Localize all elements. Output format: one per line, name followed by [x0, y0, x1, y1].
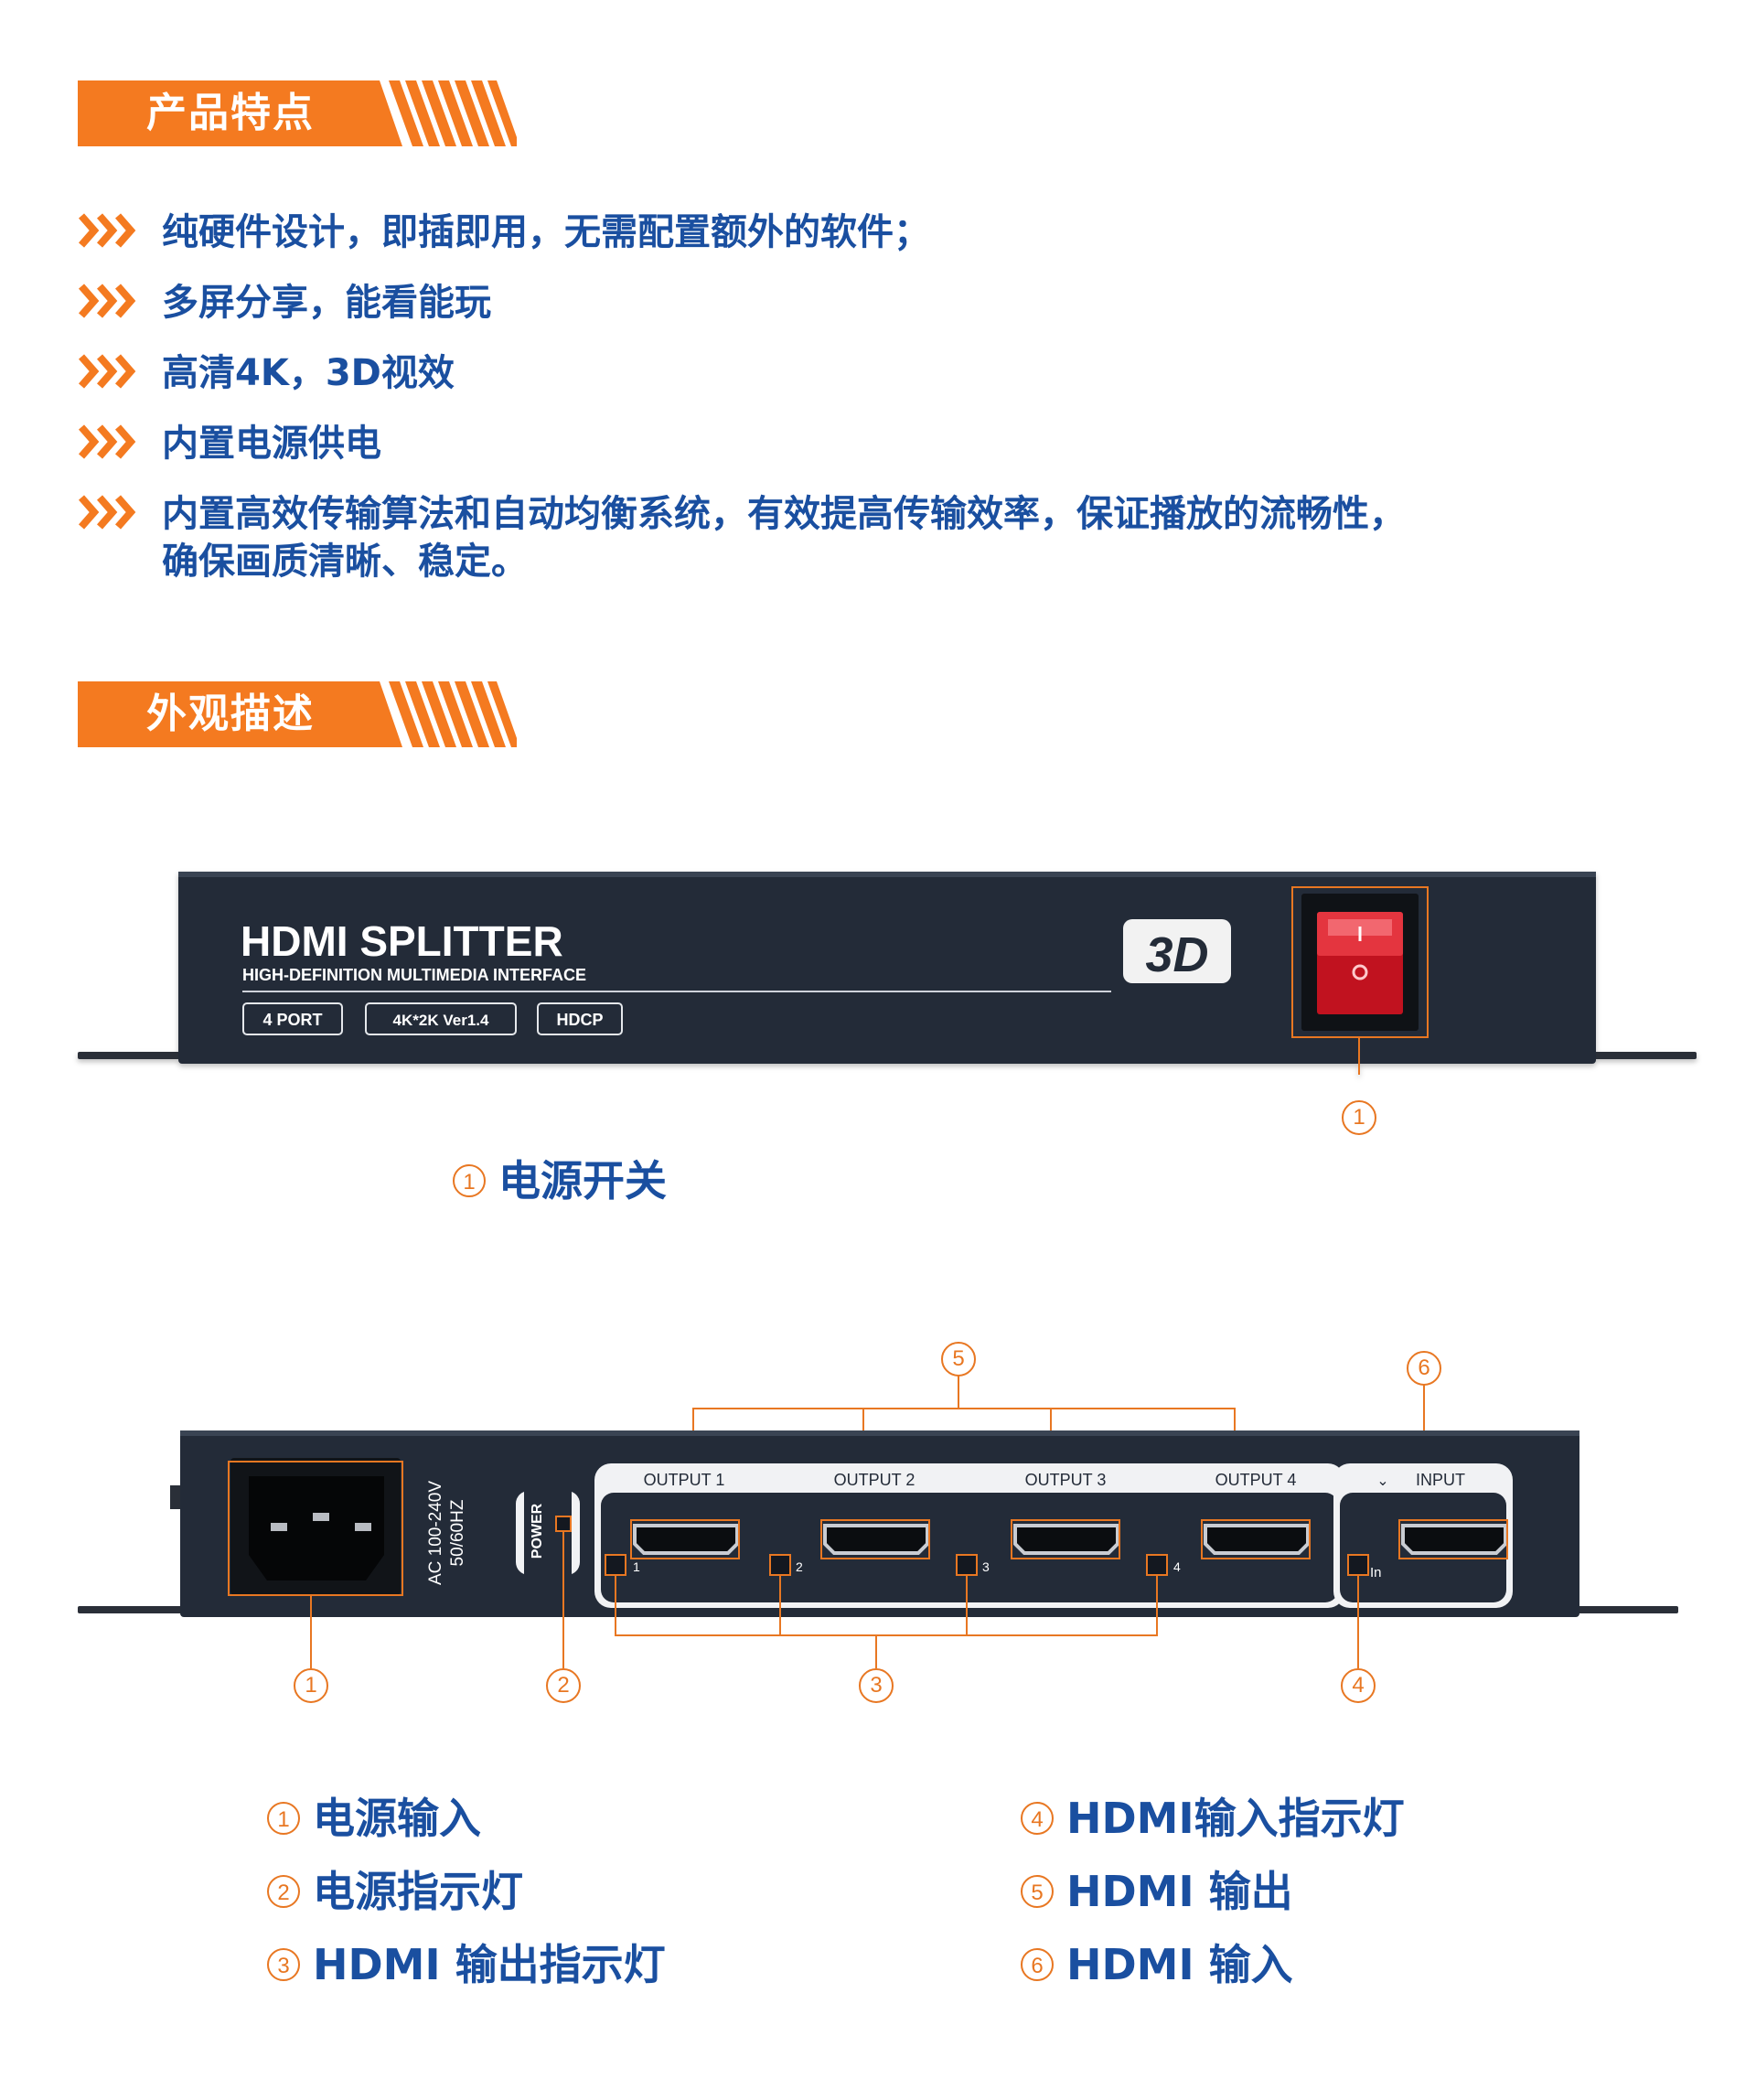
feature-text: 内置高效传输算法和自动均衡系统，有效提高传输效率，保证播放的流畅性， — [162, 493, 1406, 535]
callout-number: 1 — [294, 1668, 328, 1703]
badge-4k2k: 4K*2K Ver1.4 — [393, 1012, 489, 1029]
legend-label: HDMI 输入 — [1066, 1940, 1293, 1989]
feature-text: 高清4K，3D视效 — [162, 352, 455, 394]
output-label: OUTPUT 4 — [1215, 1471, 1297, 1489]
feature-text: 多屏分享，能看能玩 — [162, 282, 491, 324]
front-panel-device: HDMI SPLITTER HIGH-DEFINITION MULTIMEDIA… — [78, 872, 1697, 1075]
brand-text: HDMI SPLITTER — [241, 917, 563, 965]
output-led-label: 1 — [633, 1559, 640, 1574]
legend-number: 4 — [1021, 1802, 1054, 1835]
legend-label: 电源指示灯 — [313, 1867, 523, 1916]
triple-chevron-icon — [78, 284, 136, 318]
section-title: 产品特点 — [146, 90, 315, 136]
section-header-appearance: 外观描述 — [78, 681, 517, 747]
hdmi-output-port[interactable] — [820, 1519, 930, 1559]
output-label: OUTPUT 1 — [644, 1471, 725, 1489]
legend-item: 1 电源开关 — [453, 1155, 667, 1206]
callout-number: 2 — [546, 1668, 581, 1703]
mounting-ear-right — [1578, 1052, 1697, 1059]
legend-number: 6 — [1021, 1948, 1054, 1981]
legend-item: 3 HDMI 输出指示灯 — [267, 1939, 666, 1990]
power-label: POWER — [530, 1503, 545, 1559]
legend-label: HDMI 输出指示灯 — [313, 1940, 666, 1989]
hdmi-output-port[interactable] — [1201, 1519, 1311, 1559]
input-led-label: In — [1370, 1565, 1382, 1580]
brand-subtitle: HIGH-DEFINITION MULTIMEDIA INTERFACE — [242, 966, 586, 984]
hdmi-output-port[interactable] — [630, 1519, 740, 1559]
mounting-ear-left — [78, 1606, 197, 1613]
callout-number: 5 — [941, 1342, 976, 1377]
legend-number: 1 — [267, 1802, 300, 1835]
output-label: OUTPUT 2 — [834, 1471, 915, 1489]
logo-3d: 3D — [1145, 927, 1208, 982]
triple-chevron-icon — [78, 424, 136, 459]
power-led — [555, 1516, 572, 1532]
banner-graphic — [78, 80, 517, 146]
section-title: 外观描述 — [146, 691, 315, 737]
mounting-ear-left — [78, 1052, 197, 1059]
output-label: OUTPUT 3 — [1025, 1471, 1107, 1489]
legend-item: 2 电源指示灯 — [267, 1866, 523, 1917]
legend-number: 2 — [267, 1875, 300, 1908]
callout-number: 6 — [1407, 1351, 1441, 1386]
legend-item: 1 电源输入 — [267, 1793, 481, 1844]
legend-item: 5 HDMI 输出 — [1021, 1866, 1293, 1917]
callout-number: 4 — [1341, 1668, 1376, 1703]
legend-number: 3 — [267, 1948, 300, 1981]
callout-number: 1 — [1342, 1100, 1376, 1135]
callout-number: 3 — [859, 1668, 894, 1703]
output-led — [1146, 1554, 1168, 1576]
output-led-label: 2 — [796, 1559, 803, 1574]
triple-chevron-icon — [78, 213, 136, 248]
triple-chevron-icon — [78, 495, 136, 530]
input-label: INPUT — [1416, 1471, 1465, 1489]
power-inlet-highlight — [228, 1461, 403, 1596]
legend-number: 5 — [1021, 1875, 1054, 1908]
output-led — [956, 1554, 978, 1576]
section-header-features: 产品特点 — [78, 80, 517, 146]
output-led — [605, 1554, 626, 1576]
legend-item: 4 HDMI输入指示灯 — [1021, 1793, 1405, 1844]
legend-number: 1 — [453, 1164, 486, 1197]
device-body — [178, 872, 1596, 1064]
hdmi-output-port[interactable] — [1011, 1519, 1120, 1559]
output-led-label: 4 — [1173, 1559, 1181, 1574]
output-led-label: 3 — [982, 1559, 990, 1574]
output-led — [769, 1554, 791, 1576]
feature-text: 纯硬件设计，即插即用，无需配置额外的软件； — [162, 211, 930, 253]
legend-label: 电源输入 — [313, 1794, 481, 1843]
badge-hdcp: HDCP — [556, 1011, 603, 1029]
mounting-ear-right — [1559, 1606, 1678, 1613]
banner-graphic — [78, 681, 517, 747]
triple-chevron-icon — [78, 354, 136, 389]
legend-item: 6 HDMI 输入 — [1021, 1939, 1293, 1990]
legend-label: 电源开关 — [498, 1156, 667, 1205]
input-led — [1347, 1554, 1369, 1576]
legend-label: HDMI输入指示灯 — [1066, 1794, 1405, 1843]
hdmi-input-port[interactable] — [1398, 1519, 1508, 1559]
power-spec: 50/60HZ — [448, 1499, 467, 1566]
feature-text: 内置电源供电 — [162, 423, 381, 465]
legend-label: HDMI 输出 — [1066, 1867, 1293, 1916]
logo-3d-plate — [1123, 919, 1231, 983]
power-spec: AC 100-240V — [426, 1481, 445, 1585]
chevron-down-icon: ⌄ — [1376, 1473, 1388, 1489]
rear-panel-device: AC 100-240V 50/60HZ POWER OUTPUT 1 OUTPU… — [78, 1376, 1678, 1668]
badge-4port: 4 PORT — [262, 1011, 322, 1029]
feature-text-continued: 确保画质清晰、稳定。 — [162, 541, 528, 583]
